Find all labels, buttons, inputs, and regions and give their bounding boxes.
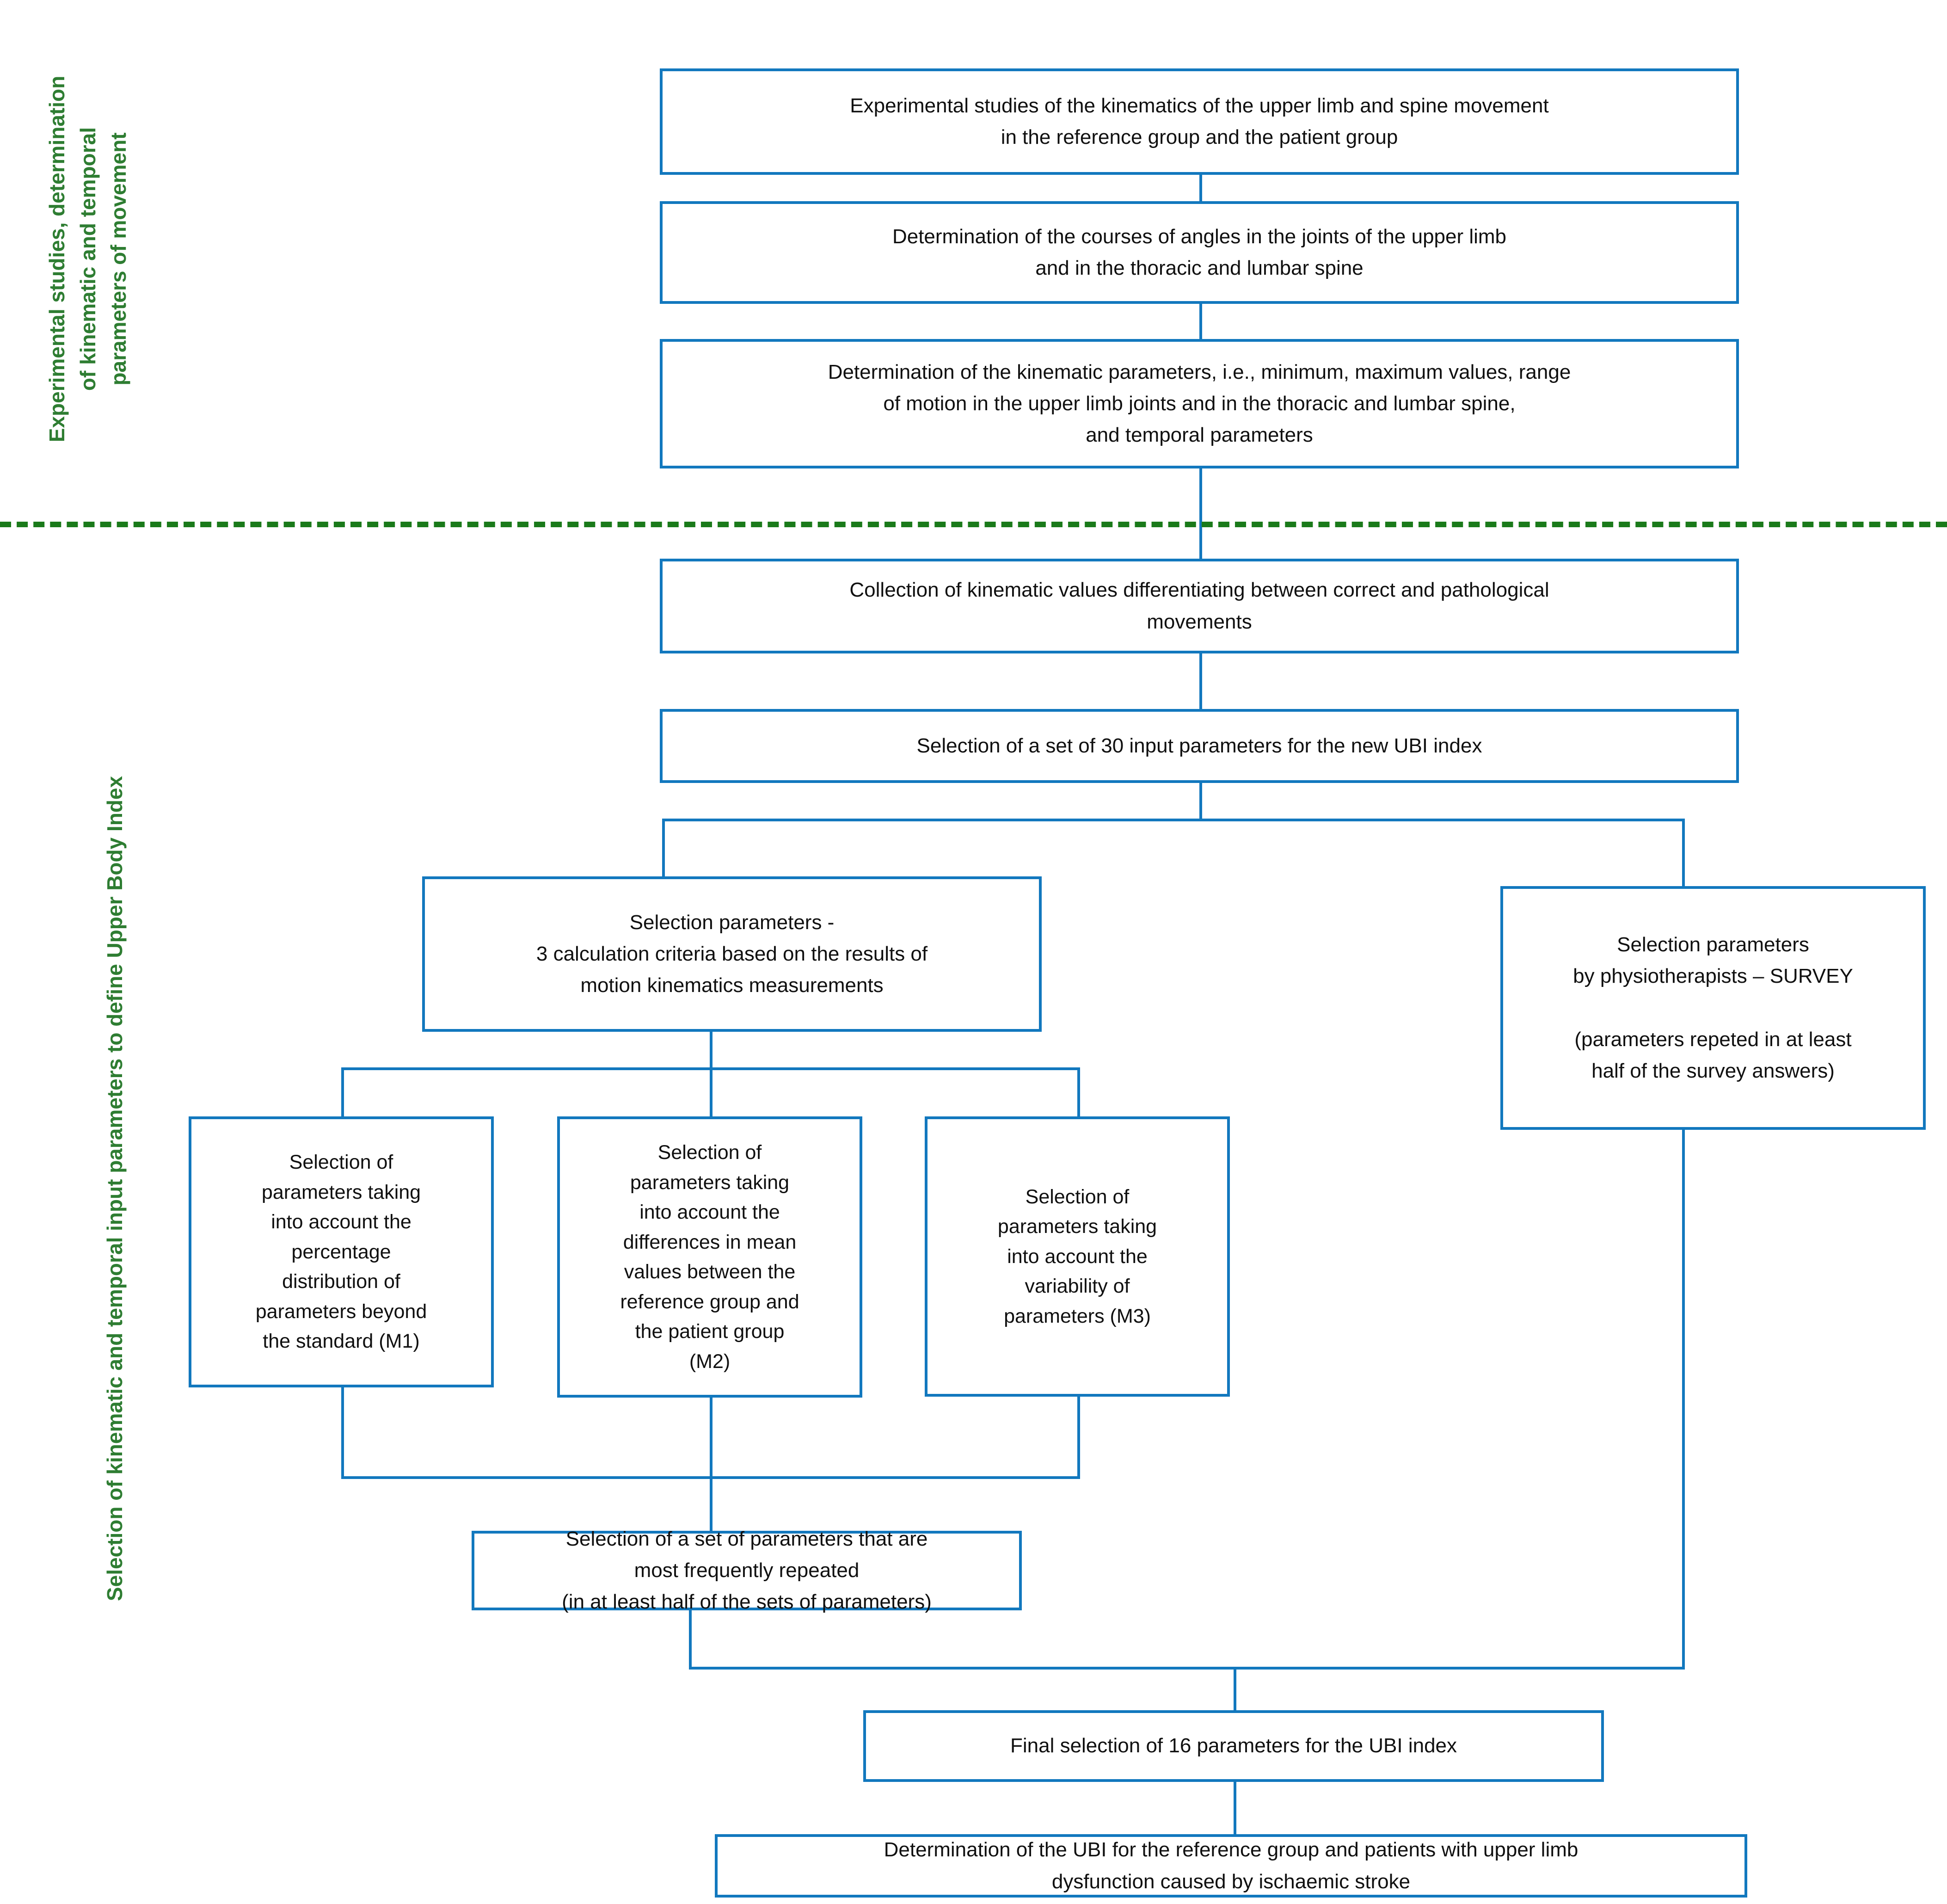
node-criterion-m2[interactable]: Selection of parameters taking into acco…	[557, 1116, 862, 1398]
node-text: Selection parameters - 3 calculation cri…	[536, 911, 928, 997]
connector-n2-n3	[1199, 303, 1202, 340]
node-text: Selection of a set of parameters that ar…	[562, 1527, 932, 1614]
connector-m3-down	[1077, 1396, 1080, 1479]
node-selection-30-parameters[interactable]: Selection of a set of 30 input parameter…	[660, 709, 1739, 783]
node-text: Determination of the courses of angles i…	[892, 225, 1507, 279]
connector-bus-to-n7	[1682, 819, 1685, 887]
connector-bus-to-n6	[662, 819, 665, 877]
node-text: Final selection of 16 parameters for the…	[1010, 1734, 1457, 1757]
connector-bus-to-m3	[1077, 1067, 1080, 1117]
node-text: Experimental studies of the kinematics o…	[850, 94, 1549, 148]
node-criterion-m3[interactable]: Selection of parameters taking into acco…	[925, 1116, 1230, 1397]
connector-n7-down	[1682, 1128, 1685, 1670]
node-text: Selection of parameters taking into acco…	[255, 1151, 427, 1353]
node-experimental-studies[interactable]: Experimental studies of the kinematics o…	[660, 68, 1739, 175]
node-text: Selection parameters by physiotherapists…	[1573, 933, 1853, 1082]
connector-m1-down	[341, 1386, 344, 1479]
connector-merge-bus-final	[689, 1667, 1685, 1670]
node-text: Determination of the kinematic parameter…	[828, 360, 1571, 447]
connector-n8-down	[689, 1609, 692, 1670]
connector-n4-n5	[1199, 652, 1202, 710]
node-text: Selection of a set of 30 input parameter…	[916, 734, 1482, 757]
node-selection-most-frequent[interactable]: Selection of a set of parameters that ar…	[472, 1528, 1022, 1613]
node-determination-kinematic-parameters[interactable]: Determination of the kinematic parameter…	[660, 339, 1739, 468]
connector-merge-to-n8	[710, 1476, 712, 1532]
node-text: Selection of parameters taking into acco…	[997, 1185, 1157, 1327]
node-text: Selection of parameters taking into acco…	[620, 1141, 799, 1373]
node-selection-parameters-criteria[interactable]: Selection parameters - 3 calculation cri…	[422, 876, 1042, 1032]
connector-bus-to-m2	[710, 1067, 712, 1117]
connector-n6-down	[710, 1030, 712, 1069]
connector-n3-n4	[1199, 467, 1202, 560]
connector-bus-to-m1	[341, 1067, 344, 1117]
node-final-selection-16[interactable]: Final selection of 16 parameters for the…	[863, 1710, 1604, 1782]
phase-divider	[0, 522, 1947, 527]
node-collection-kinematic-values[interactable]: Collection of kinematic values different…	[660, 559, 1739, 653]
node-determination-ubi[interactable]: Determination of the UBI for the referen…	[715, 1834, 1747, 1898]
node-text: Determination of the UBI for the referen…	[884, 1838, 1578, 1893]
connector-n5-down	[1199, 782, 1202, 820]
node-criterion-m1[interactable]: Selection of parameters taking into acco…	[189, 1116, 494, 1387]
phase-label-lower: Selection of kinematic and temporal inpu…	[103, 776, 127, 1602]
phase-label-upper: Experimental studies, determination of k…	[45, 75, 131, 443]
connector-m2-down	[710, 1397, 712, 1479]
connector-n9-n10	[1234, 1781, 1236, 1836]
node-determination-angles[interactable]: Determination of the courses of angles i…	[660, 201, 1739, 304]
connector-split-bus-top	[662, 819, 1685, 821]
connector-merge-to-n9	[1234, 1667, 1236, 1711]
node-selection-parameters-survey[interactable]: Selection parameters by physiotherapists…	[1500, 886, 1926, 1130]
node-text: Collection of kinematic values different…	[849, 579, 1549, 633]
connector-n1-n2	[1199, 173, 1202, 202]
